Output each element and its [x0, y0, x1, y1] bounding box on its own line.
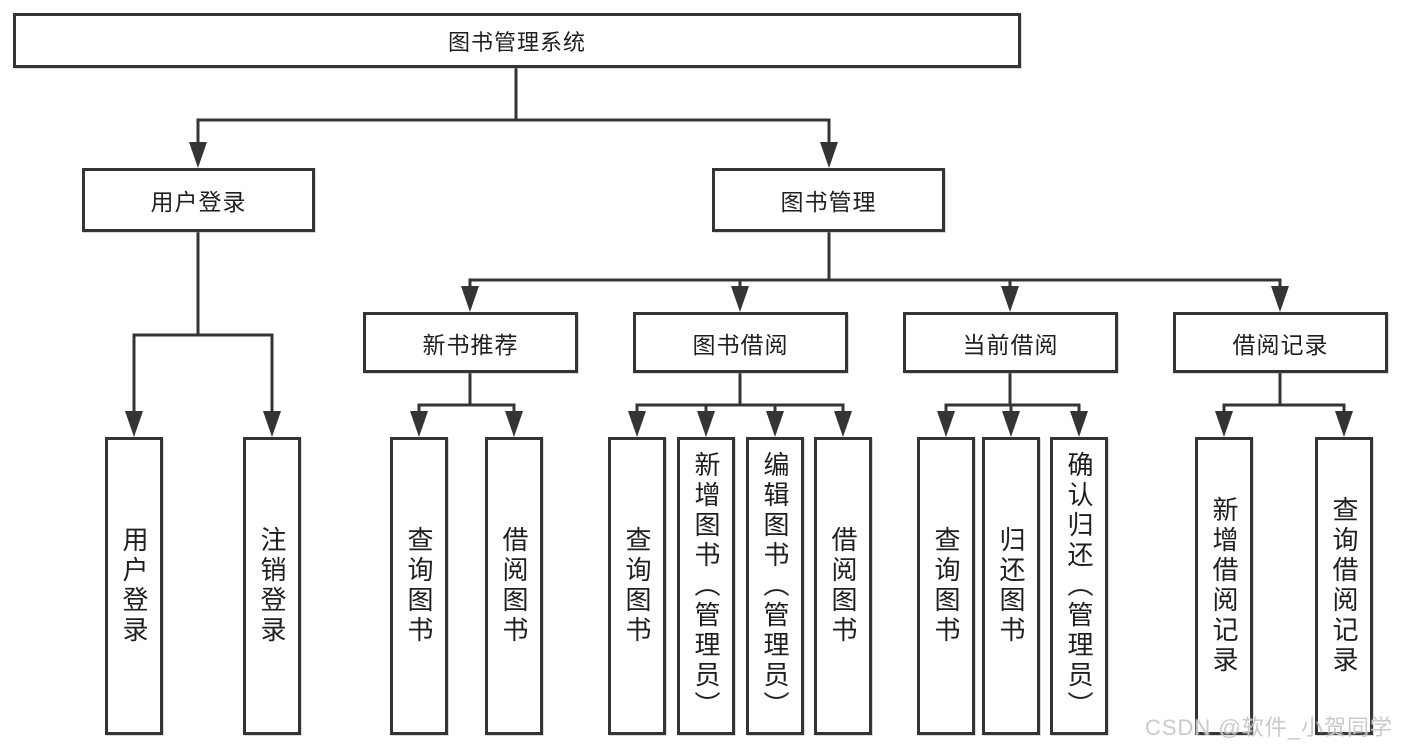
csdn-watermark: CSDN @软件_小贺同学: [1144, 715, 1393, 740]
leaf-newbooks-borrow-books-label: 借阅图书: [499, 526, 529, 646]
leaf-borrow-borrow-books: 借阅图书: [814, 437, 872, 735]
leaf-user-login-label: 用户登录: [119, 526, 149, 646]
leaf-newbooks-query-books: 查询图书: [390, 437, 448, 735]
leaf-logout: 注销登录: [243, 437, 301, 735]
node-borrowing-records: 借阅记录: [1173, 312, 1388, 373]
leaf-current-confirm-return-label: 确认归还（管理员）: [1064, 451, 1094, 721]
leaf-borrow-add-books: 新增图书（管理员）: [677, 437, 735, 735]
arrow-down-icon: [1001, 286, 1019, 312]
arrow-down-icon: [628, 411, 646, 437]
arrow-down-icon: [820, 142, 838, 168]
connector-records-bar: [1222, 403, 1346, 413]
arrow-down-icon: [731, 286, 749, 312]
arrow-down-icon: [697, 411, 715, 437]
arrow-down-icon: [1215, 411, 1233, 437]
node-current-borrowing: 当前借阅: [903, 312, 1118, 373]
leaf-borrow-edit-books: 编辑图书（管理员）: [746, 437, 804, 735]
node-library-system: 图书管理系统: [13, 13, 1021, 68]
arrow-down-icon: [834, 411, 852, 437]
leaf-user-login: 用户登录: [105, 437, 163, 735]
leaf-current-query-books-label: 查询图书: [931, 526, 961, 646]
arrow-down-icon: [189, 142, 207, 168]
leaf-current-confirm-return: 确认归还（管理员）: [1050, 437, 1108, 735]
arrow-down-icon: [1002, 411, 1020, 437]
connector-level2-bar: [196, 118, 831, 144]
arrow-down-icon: [410, 411, 428, 437]
arrow-down-icon: [766, 411, 784, 437]
node-current-borrowing-label: 当前借阅: [962, 331, 1059, 358]
node-book-borrowing-label: 图书借阅: [692, 331, 789, 358]
leaf-newbooks-borrow-books: 借阅图书: [485, 437, 543, 735]
node-borrowing-records-label: 借阅记录: [1232, 331, 1329, 358]
leaf-records-add-record: 新增借阅记录: [1195, 437, 1253, 735]
arrow-down-icon: [1271, 286, 1289, 312]
connector-borrow-bar: [635, 403, 845, 413]
arrow-down-icon: [1070, 411, 1088, 437]
leaf-borrow-add-books-label: 新增图书（管理员）: [691, 451, 721, 721]
node-book-management-label: 图书管理: [780, 189, 877, 215]
node-new-book-recommend: 新书推荐: [363, 312, 578, 373]
arrow-down-icon: [937, 411, 955, 437]
node-user-login: 用户登录: [82, 168, 315, 232]
leaf-logout-label: 注销登录: [257, 526, 287, 646]
leaf-newbooks-query-books-label: 查询图书: [404, 526, 434, 646]
leaf-borrow-borrow-books-label: 借阅图书: [828, 526, 858, 646]
node-new-book-recommend-label: 新书推荐: [422, 331, 519, 358]
arrow-down-icon: [461, 286, 479, 312]
leaf-records-query-record: 查询借阅记录: [1315, 437, 1373, 735]
leaf-current-return-books-label: 归还图书: [996, 526, 1026, 646]
arrow-down-icon: [263, 411, 281, 437]
node-book-borrowing: 图书借阅: [633, 312, 848, 373]
node-user-login-label: 用户登录: [150, 189, 247, 215]
leaf-current-query-books: 查询图书: [917, 437, 975, 735]
leaf-borrow-query-books-label: 查询图书: [622, 526, 652, 646]
node-library-system-label: 图书管理系统: [447, 29, 586, 55]
leaf-current-return-books: 归还图书: [982, 437, 1040, 735]
connector-newbooks-bar: [417, 403, 516, 413]
node-book-management: 图书管理: [712, 168, 945, 232]
connector-level3-bar: [468, 278, 1282, 290]
leaf-borrow-edit-books-label: 编辑图书（管理员）: [760, 451, 790, 721]
leaf-records-query-record-label: 查询借阅记录: [1329, 496, 1359, 676]
connector-login-bar: [132, 333, 274, 413]
arrow-down-icon: [125, 411, 143, 437]
arrow-down-icon: [505, 411, 523, 437]
leaf-records-add-record-label: 新增借阅记录: [1209, 496, 1239, 676]
leaf-borrow-query-books: 查询图书: [608, 437, 666, 735]
arrow-down-icon: [1335, 411, 1353, 437]
